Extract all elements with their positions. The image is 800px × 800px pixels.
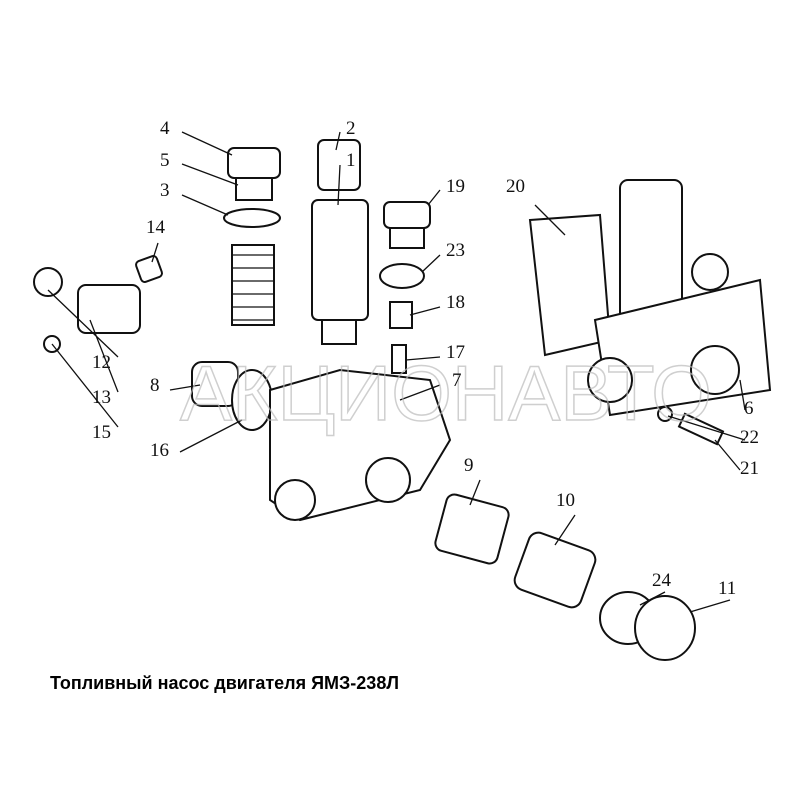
part-19-plug: [383, 201, 431, 229]
label-10: 10: [556, 490, 575, 511]
label-2: 2: [346, 118, 356, 139]
part-19-thread: [389, 227, 425, 249]
label-4: 4: [160, 118, 170, 139]
diagram-caption: Топливный насос двигателя ЯМЗ-238Л: [50, 673, 399, 693]
part-3-washer: [223, 208, 281, 228]
part-4-nut: [227, 147, 281, 179]
label-15: 15: [92, 422, 111, 443]
part-22-washer: [657, 406, 673, 422]
label-13: 13: [92, 387, 111, 408]
label-6: 6: [744, 398, 754, 419]
label-20: 20: [506, 176, 525, 197]
plug-top-right: [691, 253, 729, 291]
label-3: 3: [160, 180, 170, 201]
label-14: 14: [146, 217, 166, 238]
label-24: 24: [652, 570, 672, 591]
label-18: 18: [446, 292, 465, 313]
label-21: 21: [740, 458, 759, 479]
part-14-pin: [135, 255, 163, 283]
label-12: 12: [92, 352, 111, 373]
label-11: 11: [718, 578, 736, 599]
part-11-plug: [634, 595, 696, 661]
label-8: 8: [150, 375, 160, 396]
port-right-body: [587, 357, 633, 403]
part-10-spring: [513, 531, 597, 609]
label-1: 1: [346, 150, 356, 171]
leader-lines: [47, 131, 746, 613]
part-18-spring: [389, 301, 413, 329]
label-22: 22: [740, 427, 759, 448]
label-7: 7: [452, 370, 462, 391]
part-drawings: [33, 139, 772, 661]
port-right: [365, 457, 411, 503]
part-23-washer: [379, 263, 425, 289]
part-spring-left: [231, 244, 275, 326]
part-9-sleeve: [434, 493, 510, 565]
label-5: 5: [160, 150, 170, 171]
label-16: 16: [150, 440, 169, 461]
label-17: 17: [446, 342, 465, 363]
port-left: [274, 479, 316, 521]
label-19: 19: [446, 176, 465, 197]
part-12-ring: [33, 267, 63, 297]
part-labels: 4 5 3 2 1 19 14 23 18 20 12 13 15 17 7 8…: [92, 118, 759, 599]
part-1-cylinder: [311, 199, 369, 321]
part-5-thread: [235, 177, 273, 201]
watermark: АКЦИОНАВТО: [180, 349, 712, 437]
label-9: 9: [464, 455, 474, 476]
part-17-pin: [391, 344, 407, 374]
plug-side-right: [690, 345, 740, 395]
label-23: 23: [446, 240, 465, 261]
part-1-neck: [321, 319, 357, 345]
part-13-coupling: [77, 284, 141, 334]
